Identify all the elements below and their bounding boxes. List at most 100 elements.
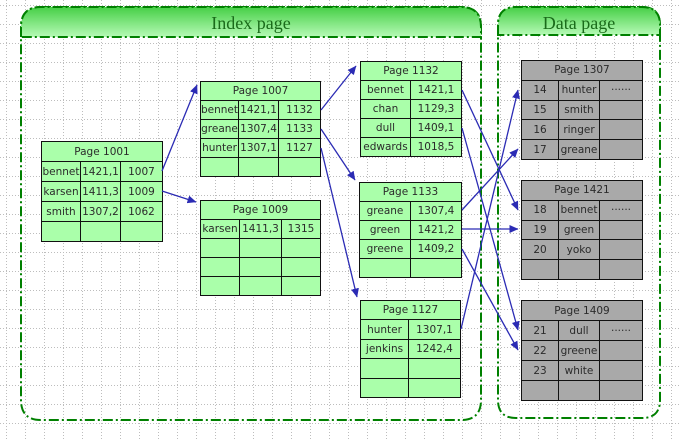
cell-p1007-r0-c0: bennet [199,100,240,120]
cell-p1009-r3-c2 [281,276,321,296]
cell-p1409-r2-c0: 23 [521,360,559,381]
table-row [199,157,322,177]
cell-p1009-r2-c0 [200,257,240,277]
cell-p1421-r2-c1: yoko [558,239,600,261]
cell-p1421-r0-c0: 18 [521,199,559,221]
table-row [200,257,321,277]
cell-p1132-r1-c0: chan [360,99,411,119]
cell-p1409-r0-c0: 21 [521,320,559,341]
cell-p1307-r1-c0: 15 [521,99,559,121]
cell-p1133-r2-c1: 1409,2 [410,239,462,259]
cell-p1001-r0-c0: bennet [41,161,81,182]
table-row [200,276,321,296]
table-title-p1009: Page 1009 [200,200,321,220]
table-row [200,238,321,258]
cell-p1001-r1-c0: karsen [41,181,81,202]
cell-p1132-r3-c1: 1018,5 [410,137,462,157]
cell-p1307-r3-c0: 17 [521,139,559,160]
cell-p1421-r3-c0 [521,259,559,280]
cell-p1001-r0-c1: 1421,1 [80,161,121,182]
table-row [521,380,643,401]
cell-p1409-r2-c2 [599,360,643,381]
data-page-title: Data page [543,13,615,33]
cell-p1127-r3-c0 [360,377,409,398]
cell-p1009-r3-c1 [239,276,282,296]
cell-p1127-r0-c1: 1307,1 [408,319,461,340]
table-title-p1007: Page 1007 [199,81,322,101]
cell-p1409-r3-c1 [558,380,600,401]
cell-p1127-r2-c0 [360,358,409,379]
cell-p1132-r3-c0: edwards [360,137,411,157]
cell-p1001-r2-c1: 1307,2 [80,201,121,222]
index-page-header-band [20,6,482,38]
cell-p1307-r2-c2 [599,119,643,141]
cell-p1132-r0-c1: 1421,1 [410,80,462,100]
cell-p1421-r3-c1 [558,259,600,280]
table-title-p1421: Page 1421 [521,180,643,201]
cell-p1007-r3-c0 [199,157,240,177]
cell-p1133-r0-c0: greane [359,201,411,221]
cell-p1421-r0-c2: ······ [599,199,643,221]
cell-p1007-r0-c2: 1132 [278,100,322,120]
cell-p1409-r3-c2 [599,380,643,401]
cell-p1127-r0-c0: hunter [360,319,409,340]
cell-p1127-r3-c1 [408,377,461,398]
cell-p1307-r0-c0: 14 [521,79,559,101]
cell-p1307-r0-c2: ······ [599,79,643,101]
cell-p1409-r3-c0 [521,380,559,401]
table-row [360,358,461,379]
cell-p1409-r2-c1: white [558,360,600,381]
cell-p1307-r2-c0: 16 [521,119,559,141]
cell-p1132-r2-c0: dull [360,118,411,138]
cell-p1409-r1-c0: 22 [521,340,559,361]
cell-p1009-r0-c2: 1315 [281,219,321,239]
cell-p1307-r2-c1: ringer [558,119,600,141]
cell-p1409-r1-c2 [599,340,643,361]
cell-p1007-r2-c0: hunter [199,138,240,158]
table-row [41,221,163,242]
cell-p1421-r1-c1: green [558,219,600,241]
cell-p1001-r3-c2 [120,221,163,242]
cell-p1132-r2-c1: 1409,1 [410,118,462,138]
cell-p1007-r3-c1 [238,157,280,177]
cell-p1009-r3-c0 [200,276,240,296]
cell-p1009-r2-c2 [281,257,321,277]
cell-p1127-r1-c1: 1242,4 [408,338,461,360]
cell-p1133-r3-c1 [410,258,462,278]
cell-p1307-r1-c2 [599,99,643,121]
cell-p1132-r0-c0: bennet [360,80,411,100]
cell-p1421-r3-c2 [599,259,643,280]
cell-p1001-r3-c1 [80,221,121,242]
cell-p1127-r1-c0: jenkins [360,338,409,360]
table-row [521,259,643,280]
cell-p1133-r1-c0: green [359,220,411,240]
cell-p1127-r2-c1 [408,358,461,379]
cell-p1007-r1-c1: 1307,4 [238,119,280,139]
cell-p1009-r0-c1: 1411,3 [239,219,282,239]
